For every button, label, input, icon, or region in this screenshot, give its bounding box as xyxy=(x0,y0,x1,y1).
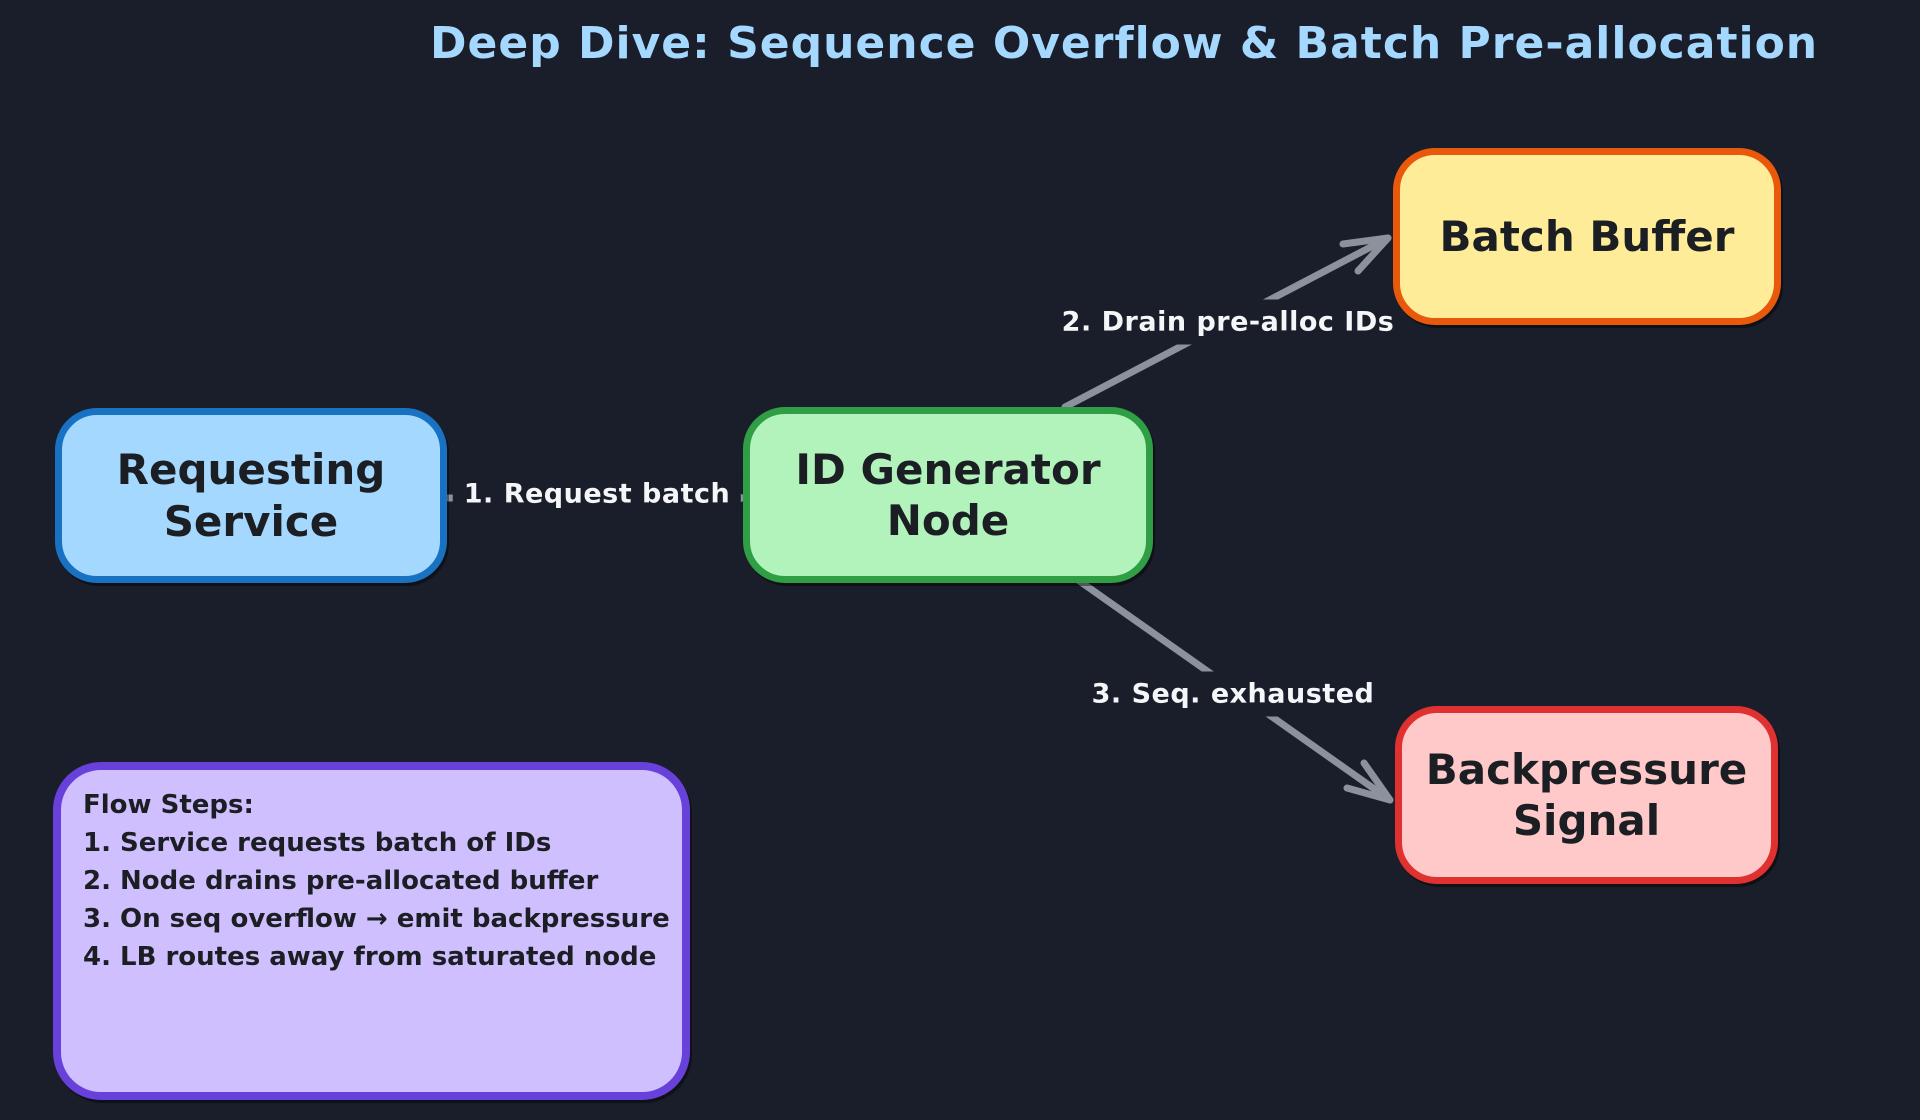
edge-label-request-batch: 1. Request batch xyxy=(452,471,742,517)
note-flow-step-2: 2. Node drains pre-allocated buffer xyxy=(83,866,599,896)
node-requesting-service-label-line2: Service xyxy=(163,496,339,546)
node-backpressure-signal-label-line1: Backpressure xyxy=(1425,744,1748,794)
node-id-generator: ID Generator Node xyxy=(743,407,1153,583)
node-id-generator-label-line2: Node xyxy=(886,496,1010,545)
note-flow-steps: Flow Steps: 1. Service requests batch of… xyxy=(53,762,690,1100)
note-flow-steps-heading: Flow Steps: xyxy=(83,790,254,820)
note-flow-step-1: 1. Service requests batch of IDs xyxy=(83,828,552,858)
node-id-generator-label-line1: ID Generator xyxy=(795,444,1101,494)
note-flow-step-3: 3. On seq overflow → emit backpressure xyxy=(83,904,670,934)
node-requesting-service: Requesting Service xyxy=(55,408,447,583)
node-batch-buffer-label: Batch Buffer xyxy=(1439,211,1735,261)
node-backpressure-signal: Backpressure Signal xyxy=(1395,706,1778,884)
arrow-seq-exhausted-head xyxy=(1343,759,1394,804)
node-requesting-service-label-line1: Requesting xyxy=(116,445,386,495)
node-backpressure-signal-label-line2: Signal xyxy=(1512,796,1661,845)
arrow-drain-prealloc-head xyxy=(1339,234,1392,275)
note-flow-step-4: 4. LB routes away from saturated node xyxy=(83,942,657,972)
diagram-title: Deep Dive: Sequence Overflow & Batch Pre… xyxy=(430,18,1819,69)
edge-label-drain-prealloc: 2. Drain pre-alloc IDs xyxy=(1050,299,1406,345)
node-batch-buffer: Batch Buffer xyxy=(1393,148,1781,325)
edge-label-seq-exhausted: 3. Seq. exhausted xyxy=(1080,671,1386,717)
